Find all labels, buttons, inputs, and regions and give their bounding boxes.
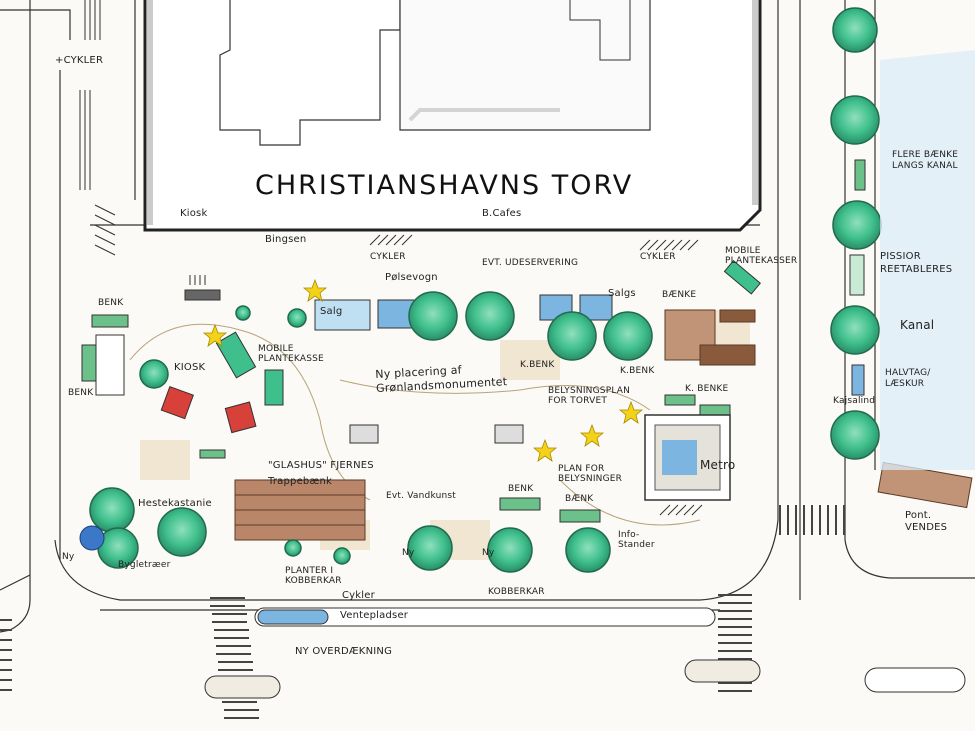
label-benk-left2: BENK [68,388,94,398]
label-cykler-top2: CYKLER [640,252,676,262]
label-salgs: Salgs [608,288,636,299]
label-kiosk-top: Kiosk [180,208,208,219]
label-ny-left: Ny [62,552,75,562]
label-b-cafe: B.Cafes [482,208,522,219]
canal [880,50,975,470]
trappebaenk [234,309,973,541]
label-belysningsplan: BELYSNINGSPLAN FOR TORVET [548,386,631,406]
label-mobile-plantekasser: MOBILE PLANTEKASSER [725,246,798,266]
label-k-benk1: K.BENK [520,360,555,370]
label-metro: Metro [700,458,736,472]
blue-tree [79,525,105,551]
label-halvtag: HALVTAG/ LÆSKUR [885,368,931,389]
label-bygletraer: Bygletræer [118,560,171,570]
label-ny-mid2: Ny [482,548,495,558]
lights [202,278,644,462]
label-trappebaenk: Trappebænk [268,476,333,487]
trees [89,7,882,573]
label-bingsen: Bingsen [265,234,307,245]
label-glashus: "GLASHUS" FJERNES [268,460,374,471]
label-hestekastanie: Hestekastanie [138,498,212,509]
label-kobberkar: KOBBERKAR [488,587,545,597]
building-block [143,0,762,232]
label-plan-belysning: PLAN FOR BELYSNINGER [558,464,623,484]
label-ventepladser: Ventepladser [340,610,409,621]
label-planter-kobberkar: PLANTER I KOBBERKAR [285,566,342,586]
label-cykler-top1: CYKLER [370,252,406,262]
label-k-benk2: K.BENK [620,366,655,376]
label-cykler-bottom: Cykler [342,590,375,601]
label-mobile-plantekasse: MOBILE PLANTEKASSE [258,344,324,364]
label-flere-baenke: FLERE BÆNKE LANGS KANAL [892,150,959,171]
label-evt-vandkunst: Evt. Vandkunst [386,491,457,501]
label-ny-mid: Ny [402,548,415,558]
label-baenke: BÆNKE [662,290,697,300]
label-ponton: Pont. VENDES [905,510,948,533]
label-benk-bottom1: BENK [508,484,534,494]
label-kiosk-mid: KIOSK [174,362,206,373]
label-k-benke: K. BENKE [685,384,729,394]
label-cykler-left: +CYKLER [55,55,104,66]
label-evt-udeservering: EVT. UDESERVERING [482,258,579,268]
label-polsevogn: Pølsevogn [385,272,438,283]
label-benk-left: BENK [98,298,124,308]
islands [204,607,966,699]
bike-racks [79,0,703,516]
label-kajsalind: Kajsalind [833,396,876,406]
metro-entrance [644,414,731,501]
label-pissior: PISSIOR REETABLERES [880,251,953,275]
label-benk-bottom2: BÆNK [565,494,594,504]
benches [81,159,866,523]
map-title: CHRISTIANSHAVNS TORV [255,170,634,201]
label-info-stander: Info-Stander [618,530,655,550]
walking-paths [129,323,701,526]
label-salg: Salg [320,306,343,317]
label-ny-overdaekning: NY OVERDÆKNING [295,646,393,657]
label-kanal: Kanal [900,318,935,332]
